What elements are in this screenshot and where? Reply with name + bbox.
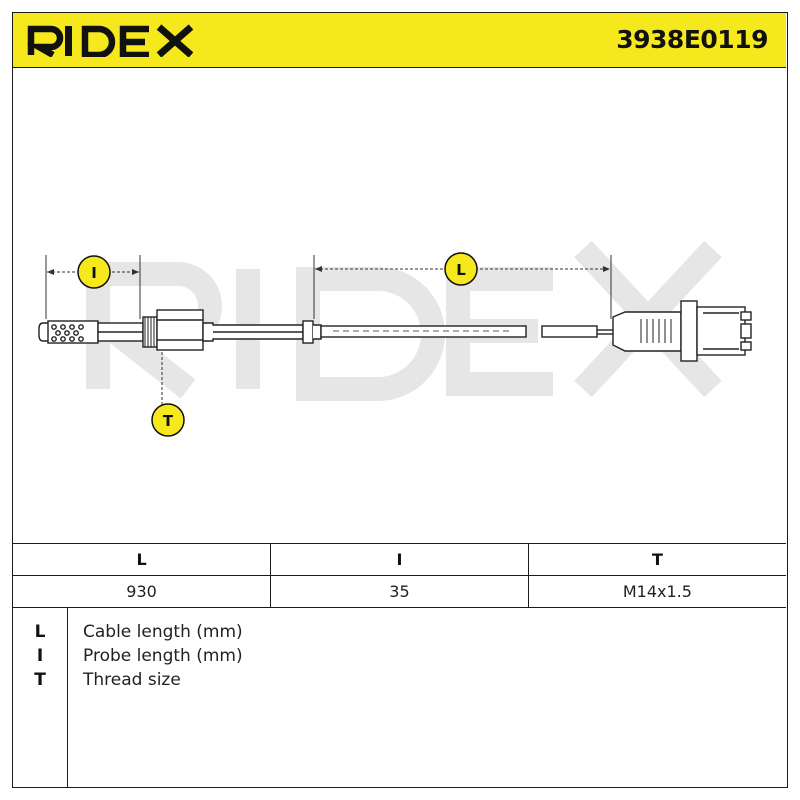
legend-desc-cable-length: Cable length (mm) [83,622,243,642]
value-thread-size: M14x1.5 [528,575,786,608]
legend-keys: L I T [13,608,68,788]
sensor-probe [38,300,752,362]
value-cable-length: 930 [13,575,272,608]
callout-thread: T [151,403,185,437]
spec-table: L I T 930 35 M14x1.5 [13,543,786,608]
column-header-l: L [13,543,272,576]
column-header-i: I [270,543,529,576]
part-number: 3938E0119 [616,25,768,54]
callout-probe: I [77,255,111,289]
legend-desc-thread-size: Thread size [83,670,181,690]
legend-key-t: T [34,670,46,690]
spec-table-header: L I T [13,543,786,576]
value-probe-length: 35 [270,575,529,608]
spec-sheet: 3938E0119 [12,12,788,788]
callout-probe-label: I [91,264,97,282]
legend-key-l: L [34,622,46,642]
legend-descriptions: Cable length (mm) Probe length (mm) Thre… [83,620,243,692]
ridex-logo [27,24,194,57]
legend: L I T Cable length (mm) Probe length (mm… [13,607,786,788]
legend-desc-probe-length: Probe length (mm) [83,646,243,666]
callout-cable: L [444,252,478,286]
spec-table-row: 930 35 M14x1.5 [13,575,786,608]
column-header-t: T [528,543,786,576]
header-bar: 3938E0119 [13,13,786,68]
legend-key-i: I [36,646,44,666]
callout-cable-label: L [456,261,466,279]
callout-thread-label: T [163,412,174,430]
sensor-drawing: I L T [38,240,752,437]
